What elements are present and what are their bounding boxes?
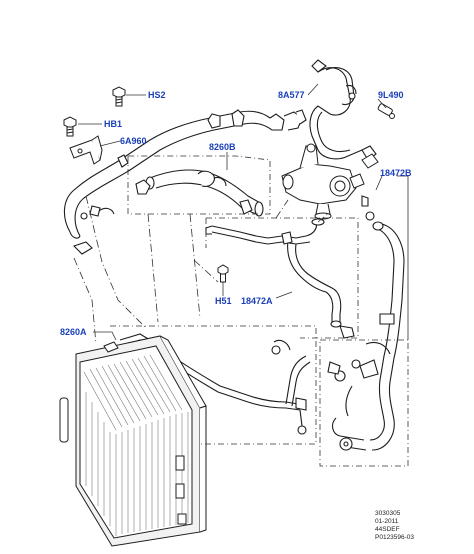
group-outline-8260b [127, 155, 271, 215]
callout-9l490: 9L490 [378, 90, 404, 100]
diagram-reference-block: 3030305 01-2011 44SDEF P0123596-03 [375, 510, 414, 542]
alignment-lines [73, 195, 331, 345]
callout-18472b: 18472B [380, 168, 412, 178]
callout-8a577: 8A577 [278, 90, 305, 100]
bolt-hs2-icon [112, 86, 126, 107]
callout-h51: H51 [215, 296, 232, 306]
bolt-hb1-icon [63, 116, 77, 137]
callout-hs2: HS2 [148, 90, 166, 100]
callout-18472a: 18472A [241, 296, 273, 306]
bracket-6a960-icon [69, 135, 103, 165]
group-outline-8260a [110, 325, 317, 445]
hose-18472b-icon [327, 195, 405, 451]
callout-hb1: HB1 [104, 119, 123, 129]
long-hose-upper-icon [63, 109, 307, 255]
reference-line-2: 01-2011 [375, 518, 399, 525]
callout-8260b: 8260B [209, 142, 236, 152]
group-outline-18472a [205, 217, 359, 339]
bolt-h51-icon [217, 264, 229, 283]
callout-6a960: 6A960 [120, 136, 147, 146]
reference-line-1: 3030305 [375, 510, 401, 517]
radiator-fins [83, 354, 189, 536]
pipe-18472a-icon [205, 218, 355, 339]
group-outline-18472b [319, 339, 409, 467]
leader-lines [78, 83, 409, 341]
thermostat-housing-icon [281, 143, 379, 220]
radiator-icon [59, 335, 207, 547]
callout-8260a: 8260A [60, 327, 87, 337]
clip-9l490-icon [377, 103, 395, 119]
reference-line-4: P0123596-03 [375, 534, 415, 541]
reference-line-3: 44SDEF [375, 526, 400, 533]
upper-bypass-hose-8a577-icon [309, 59, 377, 161]
hose-8260b-icon [135, 169, 264, 217]
